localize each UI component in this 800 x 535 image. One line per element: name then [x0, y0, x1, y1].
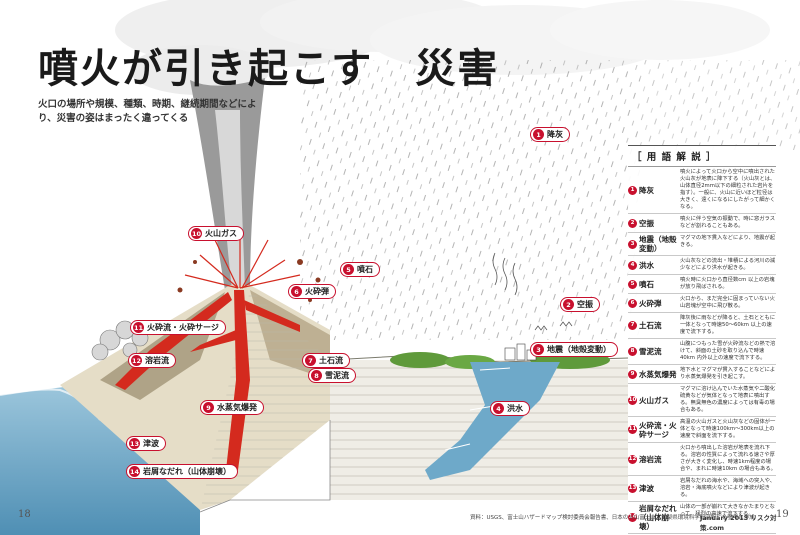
- source-credit: 資料：USGS、富士山ハザードマップ検討委員会報告書、日本の火山富士山（山梨県環…: [470, 515, 755, 521]
- air-shock-waves: [492, 252, 518, 296]
- magazine-credit: January 2013 リスク対策.com: [700, 514, 777, 532]
- earthquake-marks: [534, 321, 573, 331]
- volcanic-bombs: [177, 259, 321, 302]
- page-number-left: 18: [18, 509, 31, 520]
- page-subtitle: 火口の場所や規模、種類、時期、継続期間などにより、災害の姿はまったく違ってくる: [38, 99, 257, 124]
- page-number-right: 19: [776, 509, 789, 520]
- pyroclastic-spray: [184, 230, 301, 289]
- sea: [0, 385, 200, 535]
- ash-fall: [300, 60, 640, 340]
- magma-conduit: [226, 290, 250, 470]
- flood-river: [425, 362, 560, 480]
- page-title: 噴火が引き起こす 災害: [38, 45, 500, 92]
- ash-cloud: [115, 0, 770, 95]
- ash-fall-right: [640, 60, 800, 150]
- glossary-heading: ［ 用 語 解 説 ］: [628, 146, 776, 167]
